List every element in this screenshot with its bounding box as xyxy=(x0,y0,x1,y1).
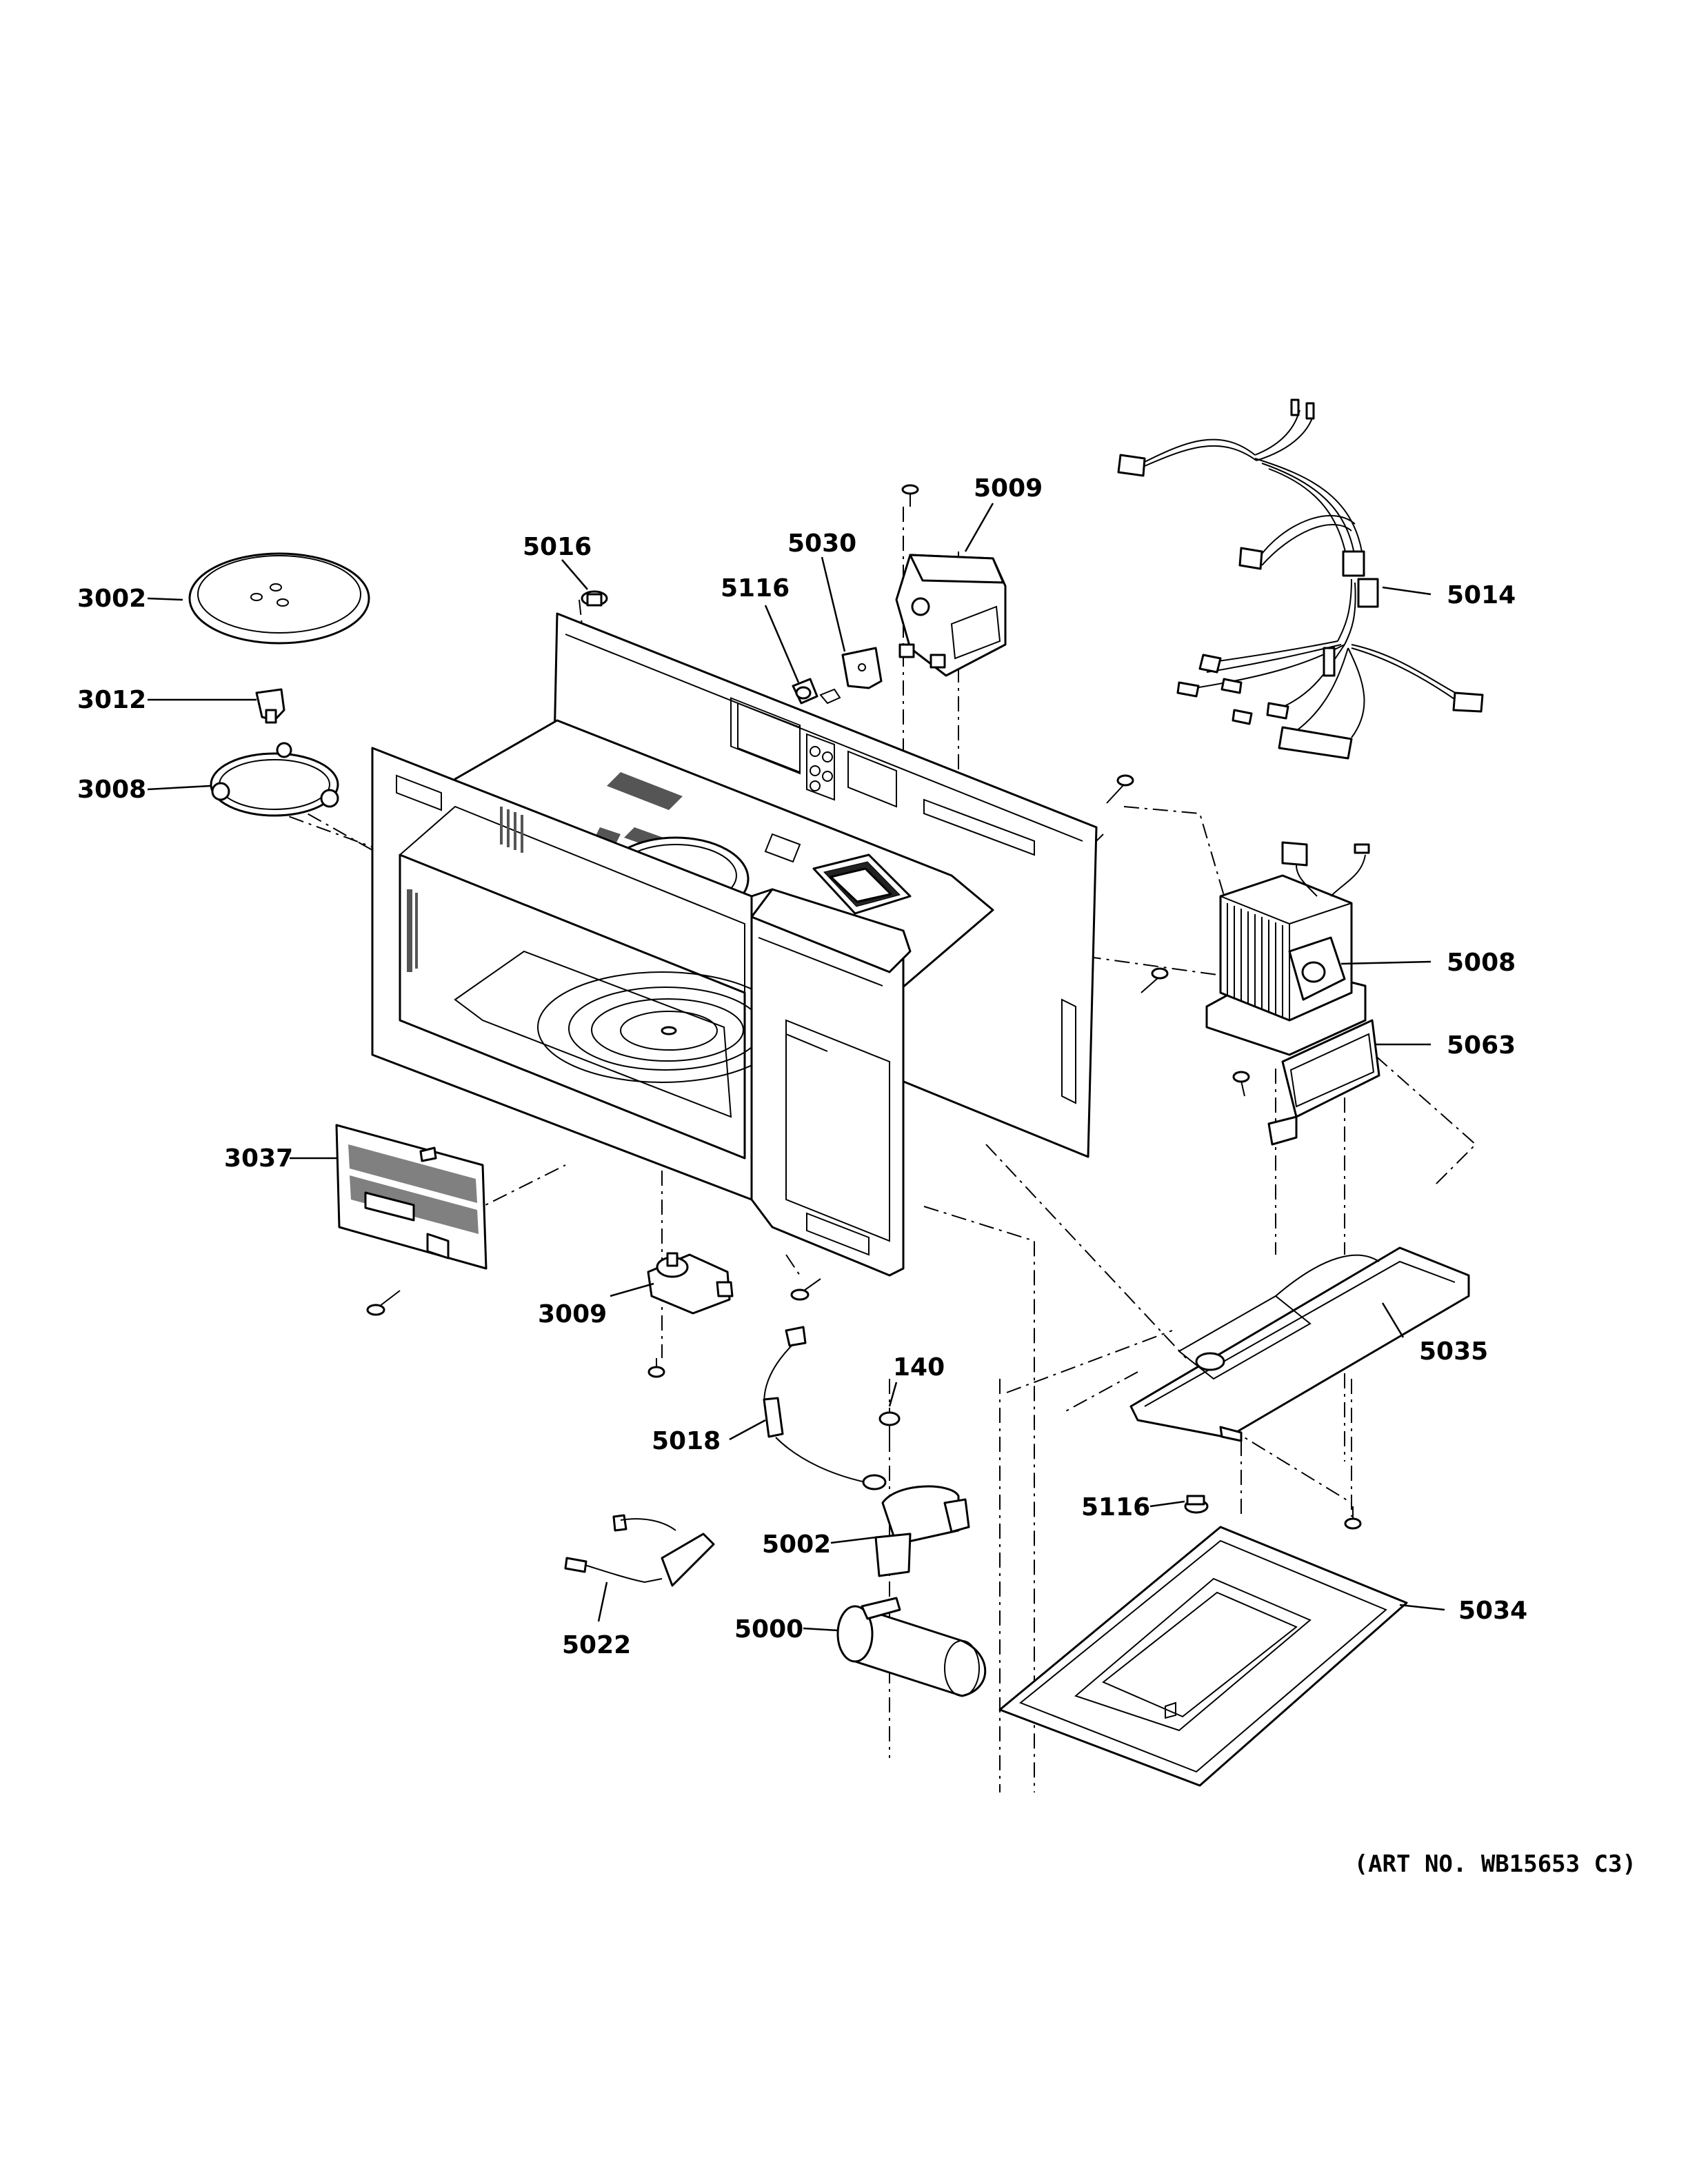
callout-3009: 3009 xyxy=(538,1300,607,1328)
screw-right-upper xyxy=(1106,774,1134,804)
callout-5008: 5008 xyxy=(1447,949,1516,977)
callout-5016: 5016 xyxy=(523,533,592,561)
roller-ring xyxy=(210,742,339,817)
screws xyxy=(366,484,1362,1530)
capacitor-bracket-5002 xyxy=(874,1485,970,1577)
screw-5063 xyxy=(1232,1071,1250,1097)
bracket-5063 xyxy=(1267,1019,1380,1146)
base-plate-5035 xyxy=(1129,1246,1470,1442)
screw-cavity xyxy=(790,1278,821,1301)
vent-grille-3037 xyxy=(335,1124,488,1270)
callout-140: 140 xyxy=(893,1353,945,1382)
screw-right-mid xyxy=(1141,967,1169,993)
hv-diode-5018 xyxy=(763,1326,887,1490)
callout-5018: 5018 xyxy=(652,1427,721,1455)
callout-5022: 5022 xyxy=(562,1631,631,1659)
transformer-5008 xyxy=(1205,841,1370,1056)
callout-5035: 5035 xyxy=(1419,1337,1488,1366)
callout-5030: 5030 xyxy=(787,529,856,558)
callout-labels: 3002 3012 3008 5016 5116 5030 5009 5014 … xyxy=(77,474,1527,1659)
leader-lines xyxy=(147,503,1445,1632)
bottom-plate-5034 xyxy=(998,1526,1408,1787)
screw-5009 xyxy=(901,484,919,507)
switch-harness-5022 xyxy=(564,1514,715,1587)
callout-5063: 5063 xyxy=(1447,1031,1516,1060)
callout-3008: 3008 xyxy=(77,776,146,804)
art-number: (ART NO. WB15653 C3) xyxy=(1354,1850,1636,1878)
screw-3037 xyxy=(366,1290,401,1316)
turntable-tray xyxy=(188,552,370,645)
callout-3012: 3012 xyxy=(77,686,146,714)
thermostat-top xyxy=(581,590,608,607)
capacitor-5000 xyxy=(836,1597,987,1697)
screw-140 xyxy=(878,1411,901,1448)
callout-5116-upper: 5116 xyxy=(721,574,790,603)
callout-5014: 5014 xyxy=(1447,581,1516,609)
callout-5000: 5000 xyxy=(734,1615,803,1644)
callout-5034: 5034 xyxy=(1458,1597,1527,1625)
thermal-cutout-lower xyxy=(1184,1495,1209,1514)
callout-5009: 5009 xyxy=(974,474,1043,503)
screw-3009 xyxy=(647,1358,665,1378)
screw-5035 xyxy=(1344,1506,1362,1530)
wire-harness-5014 xyxy=(1117,398,1484,760)
callout-5116-lower: 5116 xyxy=(1081,1493,1150,1521)
magnetron-5009 xyxy=(895,554,1007,677)
turntable-motor-3009 xyxy=(647,1252,734,1315)
bracket-5030 xyxy=(819,647,883,705)
callout-5002: 5002 xyxy=(762,1530,831,1559)
turntable-coupler xyxy=(255,688,285,724)
callout-3037: 3037 xyxy=(224,1144,293,1173)
callout-3002: 3002 xyxy=(77,585,146,613)
thermal-cutout-upper xyxy=(792,678,818,705)
oven-cavity xyxy=(371,612,1098,1277)
